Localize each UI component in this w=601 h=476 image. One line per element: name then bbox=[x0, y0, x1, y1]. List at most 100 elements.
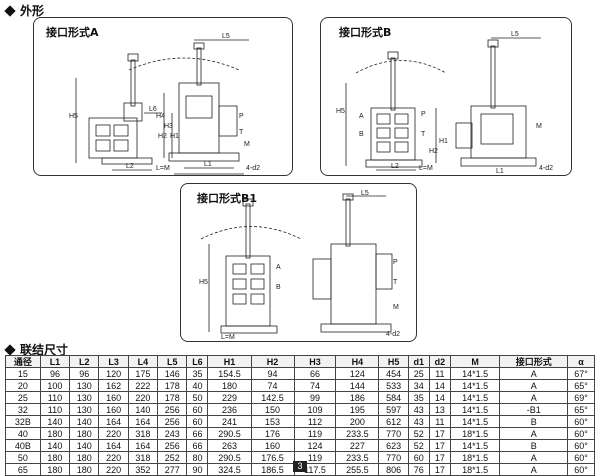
table-cell: 110 bbox=[39, 391, 71, 404]
table-cell: 18*1.5 bbox=[449, 463, 501, 476]
diamond-bullet-icon bbox=[4, 343, 16, 356]
drawing-interface-b1: L5 H5 A B P T M L=M 4-d2 bbox=[199, 190, 400, 341]
outline-title-text: 外形 bbox=[20, 4, 45, 18]
col-header: α bbox=[567, 355, 595, 368]
label-lm: L=M bbox=[156, 165, 170, 172]
table-cell: 140 bbox=[127, 403, 159, 416]
table-cell: 220 bbox=[98, 451, 129, 464]
table-cell: 52 bbox=[407, 439, 430, 452]
table-cell: A bbox=[499, 451, 569, 464]
table-cell: 14*1.5 bbox=[449, 415, 501, 428]
label-l5: L5 bbox=[361, 190, 369, 197]
table-cell: 597 bbox=[378, 403, 409, 416]
outline-section-title: 外形 bbox=[4, 2, 45, 19]
table-cell: 43 bbox=[407, 403, 430, 416]
label-h1: H1 bbox=[439, 138, 448, 145]
table-cell: 140 bbox=[69, 439, 100, 452]
table-cell: 60 bbox=[186, 403, 209, 416]
lever-arc bbox=[200, 226, 302, 240]
table-cell: 324.5 bbox=[207, 463, 252, 476]
table-cell: 40B bbox=[5, 439, 41, 452]
table-cell: 770 bbox=[378, 451, 409, 464]
table-cell: 100 bbox=[39, 379, 71, 392]
table-cell: 160 bbox=[250, 439, 295, 452]
label-h3: H3 bbox=[164, 123, 173, 130]
table-cell: 66 bbox=[186, 439, 209, 452]
label-h5: H5 bbox=[199, 279, 208, 286]
table-cell: 17 bbox=[428, 463, 451, 476]
table-cell: 60° bbox=[567, 463, 595, 476]
col-header: H3 bbox=[293, 355, 337, 368]
drawing-interface-a: L5 H5 H3 L6 P T H1 H2 H4 M L2 L4 L1 L3 4… bbox=[69, 33, 260, 175]
table-cell: 164 bbox=[127, 415, 159, 428]
table-cell: 96 bbox=[69, 367, 100, 380]
table-cell: 175 bbox=[127, 367, 159, 380]
table-cell: 233.5 bbox=[335, 427, 380, 440]
table-cell: 195 bbox=[335, 403, 380, 416]
table-cell: 140 bbox=[39, 415, 71, 428]
table-cell: 40 bbox=[186, 379, 209, 392]
table-cell: 60° bbox=[567, 439, 595, 452]
front-valve-block bbox=[88, 117, 138, 159]
label-t: T bbox=[421, 131, 426, 138]
table-cell: 130 bbox=[69, 379, 100, 392]
table-cell: 178 bbox=[157, 391, 188, 404]
table-cell: 35 bbox=[186, 367, 209, 380]
panel-interface-b: 接口形式B L5 H5 A B P T H bbox=[320, 17, 572, 176]
table-cell: 180 bbox=[39, 427, 71, 440]
label-t: T bbox=[393, 279, 398, 286]
table-cell: 176.5 bbox=[250, 451, 295, 464]
col-header: L5 bbox=[157, 355, 188, 368]
table-cell: 352 bbox=[127, 463, 159, 476]
table-cell: 222 bbox=[127, 379, 159, 392]
table-cell: 140 bbox=[69, 415, 100, 428]
table-cell: 150 bbox=[250, 403, 295, 416]
table-cell: 119 bbox=[293, 427, 337, 440]
label-lm: L=M bbox=[221, 334, 235, 341]
table-cell: 50 bbox=[5, 451, 41, 464]
table-cell: 154.5 bbox=[207, 367, 252, 380]
panel-interface-a: 接口形式A L5 bbox=[33, 17, 293, 176]
front-lever bbox=[245, 203, 251, 259]
table-cell: B bbox=[499, 439, 569, 452]
label-h4: H4 bbox=[156, 113, 165, 120]
table-cell: 11 bbox=[428, 367, 451, 380]
label-h2: H2 bbox=[429, 148, 438, 155]
label-a: A bbox=[359, 113, 364, 120]
panel-a-title: 接口形式A bbox=[46, 26, 99, 39]
label-l5: L5 bbox=[222, 33, 230, 40]
col-header: M bbox=[449, 355, 501, 368]
table-cell: 220 bbox=[127, 391, 159, 404]
table-cell: 612 bbox=[378, 415, 409, 428]
col-header: L4 bbox=[127, 355, 159, 368]
table-cell: 14*1.5 bbox=[449, 379, 501, 392]
table-cell: 256 bbox=[157, 403, 188, 416]
table-cell: 220 bbox=[98, 463, 129, 476]
col-header: H1 bbox=[207, 355, 252, 368]
label-l1: L1 bbox=[204, 161, 212, 168]
table-cell: 176 bbox=[250, 427, 295, 440]
table-cell: 120 bbox=[98, 367, 129, 380]
table-cell: 180 bbox=[69, 463, 100, 476]
label-h2: H2 bbox=[158, 133, 167, 140]
table-cell: 160 bbox=[98, 391, 129, 404]
table-cell: 162 bbox=[98, 379, 129, 392]
table-cell: 263 bbox=[207, 439, 252, 452]
table-cell: 43 bbox=[407, 415, 430, 428]
table-cell: A bbox=[499, 427, 569, 440]
table-cell: A bbox=[499, 379, 569, 392]
table-cell: 15 bbox=[5, 367, 41, 380]
table-cell: 318 bbox=[127, 451, 159, 464]
table-cell: 69° bbox=[567, 391, 595, 404]
table-cell: 13 bbox=[428, 403, 451, 416]
table-cell: A bbox=[499, 367, 569, 380]
table-cell: 178 bbox=[157, 379, 188, 392]
table-cell: 140 bbox=[39, 439, 71, 452]
col-header: H4 bbox=[335, 355, 380, 368]
table-cell: 164 bbox=[127, 439, 159, 452]
panel-interface-b1: 接口形式B1 L5 H5 A B P T M bbox=[180, 183, 417, 342]
table-cell: 67° bbox=[567, 367, 595, 380]
